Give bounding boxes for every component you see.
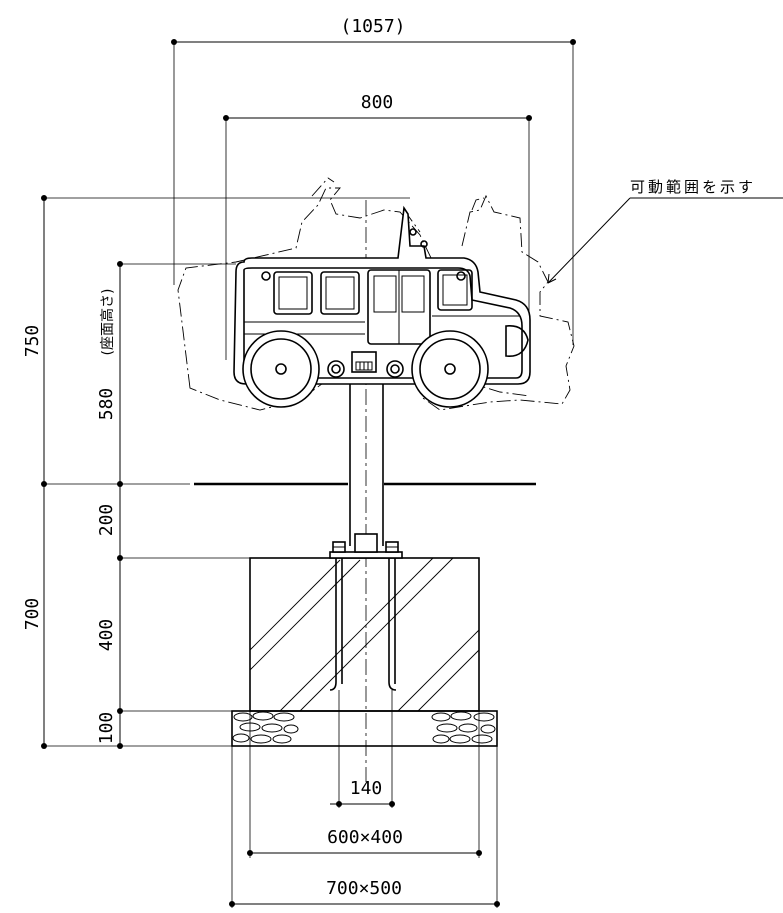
left-dimension-chain: 750 580 (座面高さ) 200 700 400 100 bbox=[22, 195, 410, 749]
gravel-left bbox=[232, 711, 299, 744]
dim-label-750: 750 bbox=[22, 325, 43, 358]
anchor-assembly bbox=[329, 533, 403, 691]
concrete-footing bbox=[249, 557, 480, 712]
dim-label-700: 700 bbox=[22, 598, 43, 631]
dim-overall-width: (1057) bbox=[171, 16, 576, 345]
dim-bolt-spacing: 140 bbox=[330, 690, 395, 808]
foot-pegs bbox=[327, 351, 404, 378]
dim-label-600x400: 600×400 bbox=[327, 827, 403, 848]
dim-label-400: 400 bbox=[96, 619, 117, 652]
dim-base-size: 700×500 bbox=[229, 746, 500, 908]
dim-label-700x500: 700×500 bbox=[326, 878, 402, 899]
dim-label-140: 140 bbox=[350, 778, 383, 799]
dim-label-body: 800 bbox=[361, 92, 394, 113]
gravel-right bbox=[431, 711, 496, 744]
dim-label-200: 200 bbox=[96, 504, 117, 537]
dim-body-width: 800 bbox=[223, 92, 532, 360]
range-note-text: 可動範囲を示す bbox=[630, 178, 756, 196]
dim-label-100: 100 bbox=[96, 712, 117, 745]
dim-label-seat-height: (座面高さ) bbox=[99, 289, 116, 356]
dim-footing-size: 600×400 bbox=[247, 711, 482, 858]
gravel-base bbox=[231, 710, 498, 747]
dim-label-580: 580 bbox=[96, 388, 117, 421]
movable-range-note: 可動範囲を示す bbox=[547, 178, 783, 284]
bus-wheels bbox=[242, 330, 489, 408]
dim-label-overall: (1057) bbox=[340, 16, 405, 37]
